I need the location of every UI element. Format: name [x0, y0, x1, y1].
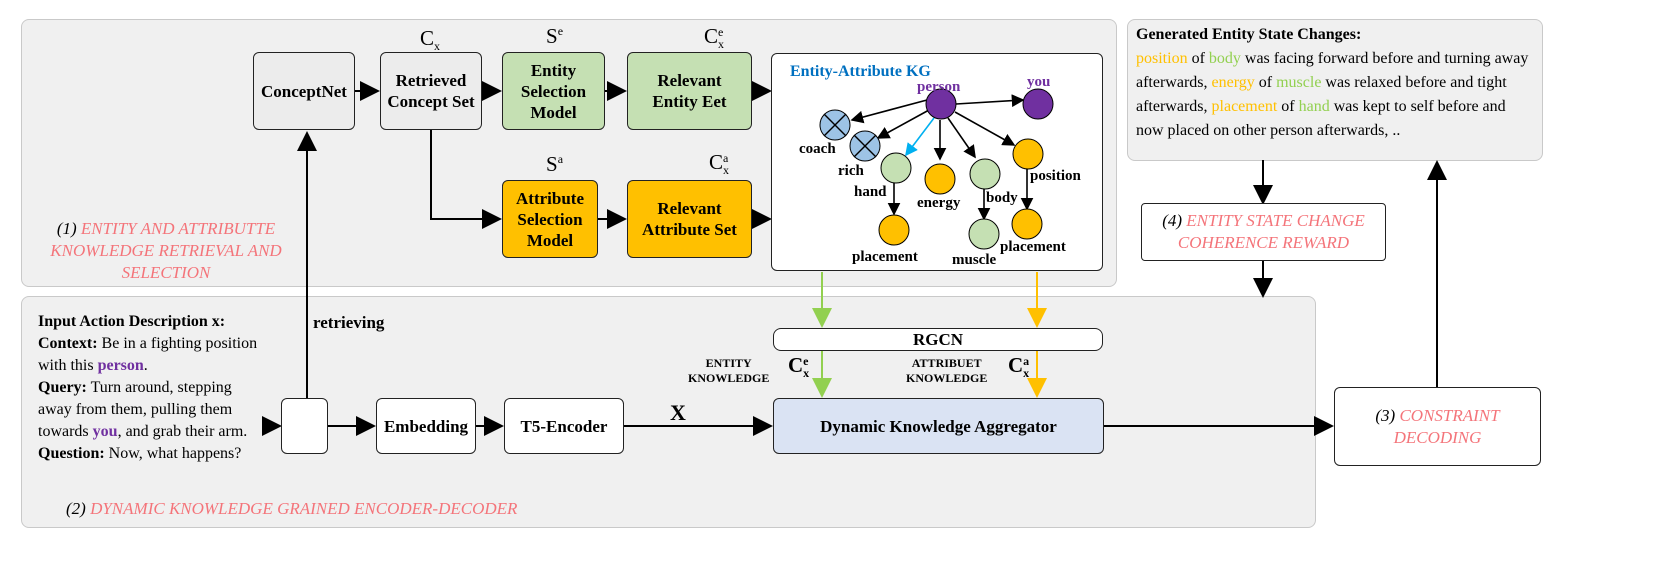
output-segment: muscle [1276, 74, 1322, 91]
input-action-description: Input Action Description x: Context: Be … [38, 311, 260, 465]
kg-node-placement-hand [878, 214, 910, 246]
retrieved-concept-set-box: Retrieved Concept Set [380, 52, 482, 130]
input-question: Question: Now, what happens? [38, 445, 242, 462]
arrow-retrieved-attr-sel [430, 130, 502, 229]
kg-node-position [1012, 138, 1044, 170]
symbol-cx: Cx [420, 26, 441, 54]
kg-node-muscle [968, 218, 1000, 250]
output-segment: was facing forward before and turning aw… [1136, 50, 1529, 91]
kg-edge-person-hand [905, 117, 935, 157]
output-segment: of [1187, 50, 1209, 67]
attribute-knowledge-label: ATTRIBUET KNOWLEDGE [906, 356, 988, 385]
rgcn-box: RGCN [773, 328, 1103, 351]
output-segment: of [1254, 74, 1277, 91]
kg-label-body: body [986, 190, 1018, 206]
output-text: position of body was facing forward befo… [1136, 47, 1534, 143]
kg-edge-person-rich [876, 109, 930, 139]
kg-node-body [969, 158, 1001, 190]
output-segment: body [1208, 50, 1241, 67]
output-segment: position [1136, 50, 1188, 67]
router-box [281, 398, 328, 454]
kg-label-you: you [1027, 74, 1050, 90]
conceptnet-box: ConceptNet [253, 52, 355, 130]
constraint-decoding-box: (3) CONSTRAINT DECODING [1334, 387, 1541, 466]
kg-edge-person-body [947, 117, 976, 159]
input-query: Query: Turn around, stepping away from t… [38, 379, 248, 440]
entity-attribute-kg: Entity-Attribute KG [771, 53, 1103, 271]
entity-selection-model-box: Entity Selection Model [502, 52, 605, 130]
kg-node-you [1022, 88, 1054, 120]
coherence-reward-box: (4) ENTITY STATE CHANGE COHERENCE REWARD [1141, 203, 1386, 261]
kg-title: Entity-Attribute KG [790, 63, 931, 80]
kg-edge-person-you [955, 94, 1025, 108]
t5-encoder-box: T5-Encoder [504, 398, 624, 454]
dynamic-knowledge-aggregator-box: Dynamic Knowledge Aggregator [773, 398, 1104, 454]
kg-label-placement-position: placement [1000, 239, 1066, 255]
kg-label-hand: hand [854, 184, 887, 200]
kg-graph: Entity-Attribute KG [790, 63, 1082, 268]
relevant-entity-box: Relevant Entity Eet [627, 52, 752, 130]
kg-node-coach [819, 109, 851, 141]
kg-node-placement-position [1011, 208, 1043, 240]
generated-entity-state-changes: Generated Entity State Changes: position… [1136, 23, 1534, 143]
kg-label-muscle: muscle [952, 252, 997, 268]
output-panel [1127, 19, 1543, 161]
kg-label-energy: energy [917, 195, 961, 211]
kg-node-energy [924, 163, 956, 195]
output-segment: placement [1211, 98, 1278, 115]
embedding-box: Embedding [376, 398, 476, 454]
entity-knowledge-label: ENTITY KNOWLEDGE [688, 356, 770, 385]
kg-edge-person-coach [850, 99, 928, 124]
output-segment: was kept to self before and now placed o… [1136, 98, 1506, 139]
output-segment: of [1277, 98, 1299, 115]
kg-label-placement-hand: placement [852, 249, 918, 265]
output-segment: energy [1211, 74, 1255, 91]
symbol-sa: Sa [546, 152, 564, 176]
kg-label-position: position [1030, 168, 1082, 184]
retrieving-label: retrieving [313, 313, 385, 332]
output-title: Generated Entity State Changes: [1136, 26, 1362, 43]
kg-label-rich: rich [838, 163, 864, 179]
kg-label-coach: coach [799, 141, 836, 157]
output-segment: hand [1298, 98, 1330, 115]
kg-edge-person-position [954, 111, 1016, 146]
symbol-se: Se [546, 24, 564, 48]
attribute-selection-model-box: Attribute Selection Model [502, 180, 598, 258]
kg-node-hand [880, 152, 912, 184]
kg-node-rich [849, 130, 881, 162]
kg-label-person: person [917, 79, 961, 95]
kg-node-person [925, 88, 957, 120]
stage1-label: (1) ENTITY AND ATTRIBUTTE KNOWLEDGE RETR… [50, 219, 282, 282]
symbol-x: X [670, 400, 686, 425]
input-context: Context: Be in a fighting position with … [38, 335, 258, 374]
input-title: Input Action Description x: [38, 313, 226, 330]
output-segment: was relaxed before and tight afterwards, [1136, 74, 1507, 115]
stage2-label: (2) DYNAMIC KNOWLEDGE GRAINED ENCODER-DE… [66, 499, 518, 518]
relevant-attribute-box: Relevant Attribute Set [627, 180, 752, 258]
